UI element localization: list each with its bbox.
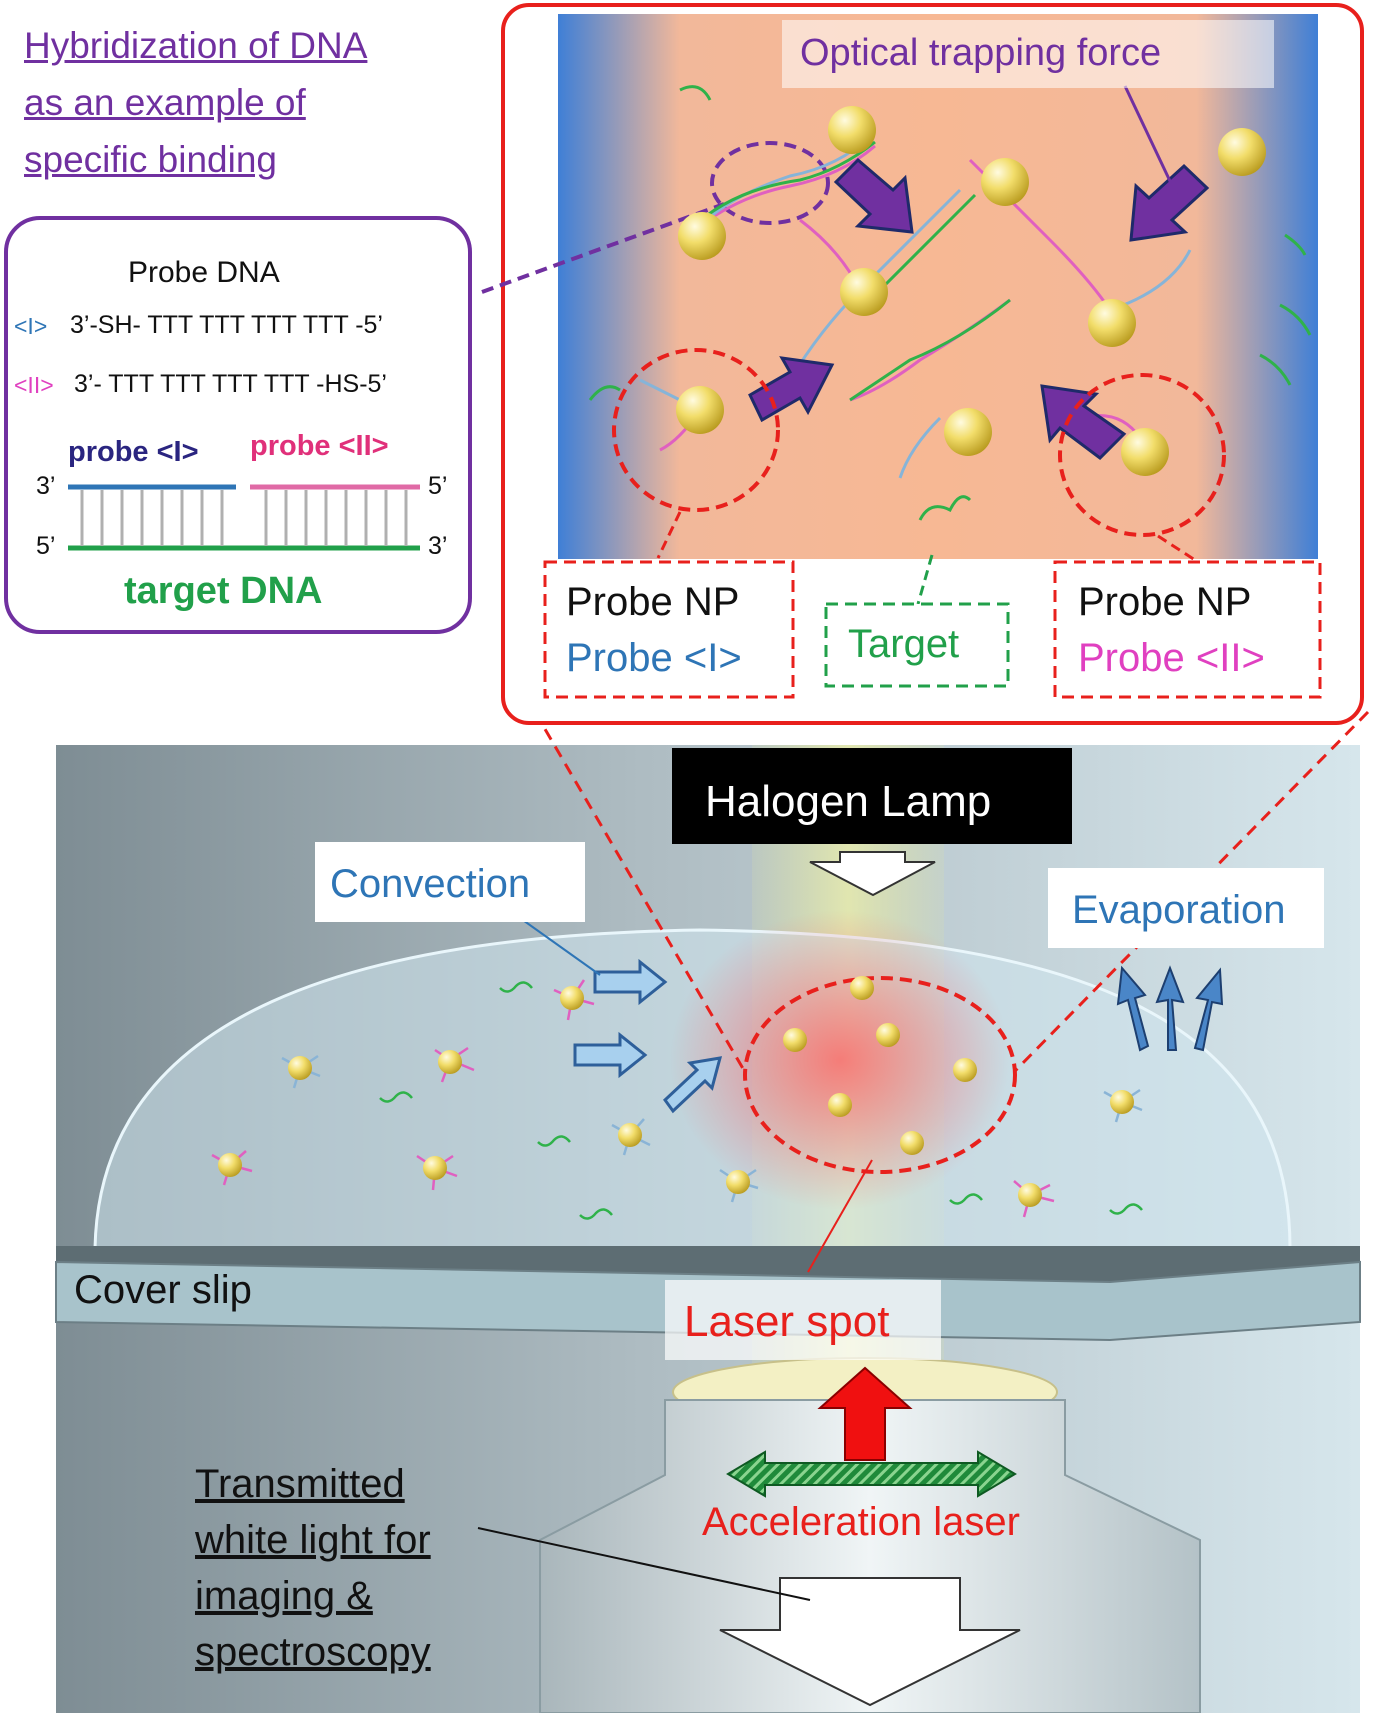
- zoom-line-left: [533, 711, 747, 1073]
- laser-spot-leader: [807, 1159, 873, 1273]
- probe1-sequence: 3’-SH- TTT TTT TTT TTT -5’: [70, 311, 383, 339]
- probe-left-type-label: Probe <I>: [566, 636, 742, 680]
- transmitted-line-4: spectroscopy: [195, 1630, 431, 1674]
- halogen-label-bg: [672, 748, 1072, 844]
- probe1-tag: <I>: [14, 313, 48, 339]
- convection-label-bg: [315, 842, 585, 922]
- hybridization-highlight: [710, 141, 830, 225]
- base-pair-rungs: [80, 490, 408, 546]
- cover-slip-top: [56, 1246, 1360, 1282]
- end-top-right: 5’: [428, 472, 448, 500]
- convection-arrows: [573, 958, 723, 1114]
- header-line-1: Hybridization of DNA: [24, 25, 368, 66]
- target-box: [824, 602, 1010, 688]
- probe-np-right-label: Probe NP: [1078, 580, 1252, 624]
- probe-dna-title: Probe DNA: [128, 256, 280, 289]
- laser-spot-ring: [743, 976, 1017, 1174]
- halogen-lamp-label: Halogen Lamp: [705, 777, 992, 826]
- probe-np-right-ring: [1058, 373, 1226, 537]
- transmitted-line-1: Transmitted: [195, 1462, 405, 1506]
- probe-np-left-label: Probe NP: [566, 580, 740, 624]
- optical-force-leader: [1123, 85, 1180, 199]
- end-bottom-left: 5’: [36, 532, 56, 560]
- objective-lens: [539, 1399, 1201, 1713]
- hybridization-leader: [481, 202, 725, 294]
- optical-force-bg: [782, 20, 1274, 88]
- optical-force-label: Optical trapping force: [800, 32, 1162, 74]
- header-line-2: as an example of: [24, 82, 306, 123]
- target-leader: [916, 554, 934, 605]
- laser-spot-label-bg: [665, 1280, 941, 1360]
- acceleration-laser-label: Acceleration laser: [702, 1500, 1020, 1544]
- transmitted-arrow: [719, 1577, 1021, 1707]
- zoom-line-right: [1012, 710, 1370, 1074]
- probe2-tag: <II>: [14, 372, 54, 398]
- transmitted-line-3: imaging &: [195, 1574, 373, 1618]
- probe-np-left-ring: [612, 348, 780, 512]
- probe-np-right-leader: [1157, 534, 1196, 562]
- header-line-3: specific binding: [24, 139, 277, 180]
- end-bottom-right: 3’: [428, 532, 448, 560]
- target-dna-label: target DNA: [124, 570, 323, 612]
- evaporation-label-bg: [1048, 868, 1324, 948]
- optical-force-arrows: [748, 157, 1210, 460]
- probe-np-left-box: [543, 560, 795, 699]
- convection-leader: [512, 912, 601, 976]
- cover-slip-label: Cover slip: [74, 1268, 252, 1312]
- probe-right-type-label: Probe <II>: [1078, 636, 1265, 680]
- probe2-sequence: 3’- TTT TTT TTT TTT -HS-5’: [74, 370, 387, 398]
- transmitted-leader: [477, 1527, 811, 1601]
- probe2-label: probe <II>: [250, 430, 389, 462]
- laser-spot-label: Laser spot: [684, 1297, 890, 1346]
- probe-np-right-box: [1053, 560, 1322, 699]
- droplet-nanoparticles: [218, 976, 1134, 1207]
- zoom-nanoparticles: [676, 106, 1266, 476]
- probe1-label: probe <I>: [68, 436, 199, 468]
- zoom-panel-image: [558, 14, 1318, 559]
- acceleration-arrow: [817, 1366, 913, 1461]
- transmitted-line-2: white light for: [195, 1518, 431, 1562]
- convection-label: Convection: [330, 862, 531, 906]
- scan-double-arrow: [726, 1450, 1017, 1498]
- evaporation-label: Evaporation: [1072, 888, 1286, 932]
- end-top-left: 3’: [36, 472, 56, 500]
- evaporation-arrows: [1116, 965, 1224, 1052]
- target-label: Target: [848, 622, 960, 666]
- probe-np-left-leader: [656, 511, 682, 559]
- halogen-arrow: [809, 851, 936, 897]
